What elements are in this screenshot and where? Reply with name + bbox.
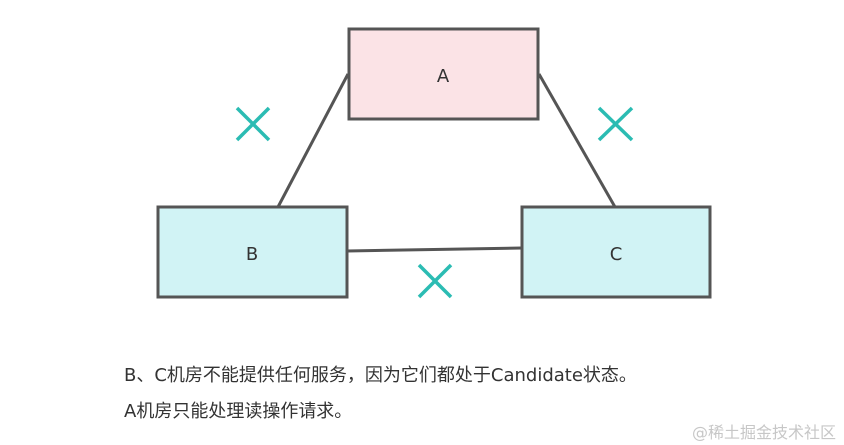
watermark: @稀土掘金技术社区 — [691, 423, 836, 442]
node-b-label: B — [246, 244, 258, 265]
cluster-diagram: A B C — [156, 27, 712, 299]
node-a-box — [347, 27, 540, 121]
node-b: B — [156, 205, 349, 299]
edge-a-b — [276, 73, 350, 208]
node-c-label: C — [610, 244, 623, 265]
cross-icon-b-c — [417, 263, 453, 299]
node-a: A — [347, 27, 540, 121]
edge-a-c — [537, 73, 617, 208]
caption-line-2: A机房只能处理读操作请求。 — [124, 401, 353, 422]
cross-icon-a-b — [235, 106, 271, 142]
node-c: C — [520, 205, 712, 299]
node-b-box — [156, 205, 349, 299]
node-c-box — [520, 205, 712, 299]
caption-line-1: B、C机房不能提供任何服务，因为它们都处于Candidate状态。 — [124, 365, 637, 386]
cross-icon-a-c — [597, 106, 634, 142]
edge-b-c — [346, 246, 523, 253]
node-a-label: A — [437, 66, 450, 87]
